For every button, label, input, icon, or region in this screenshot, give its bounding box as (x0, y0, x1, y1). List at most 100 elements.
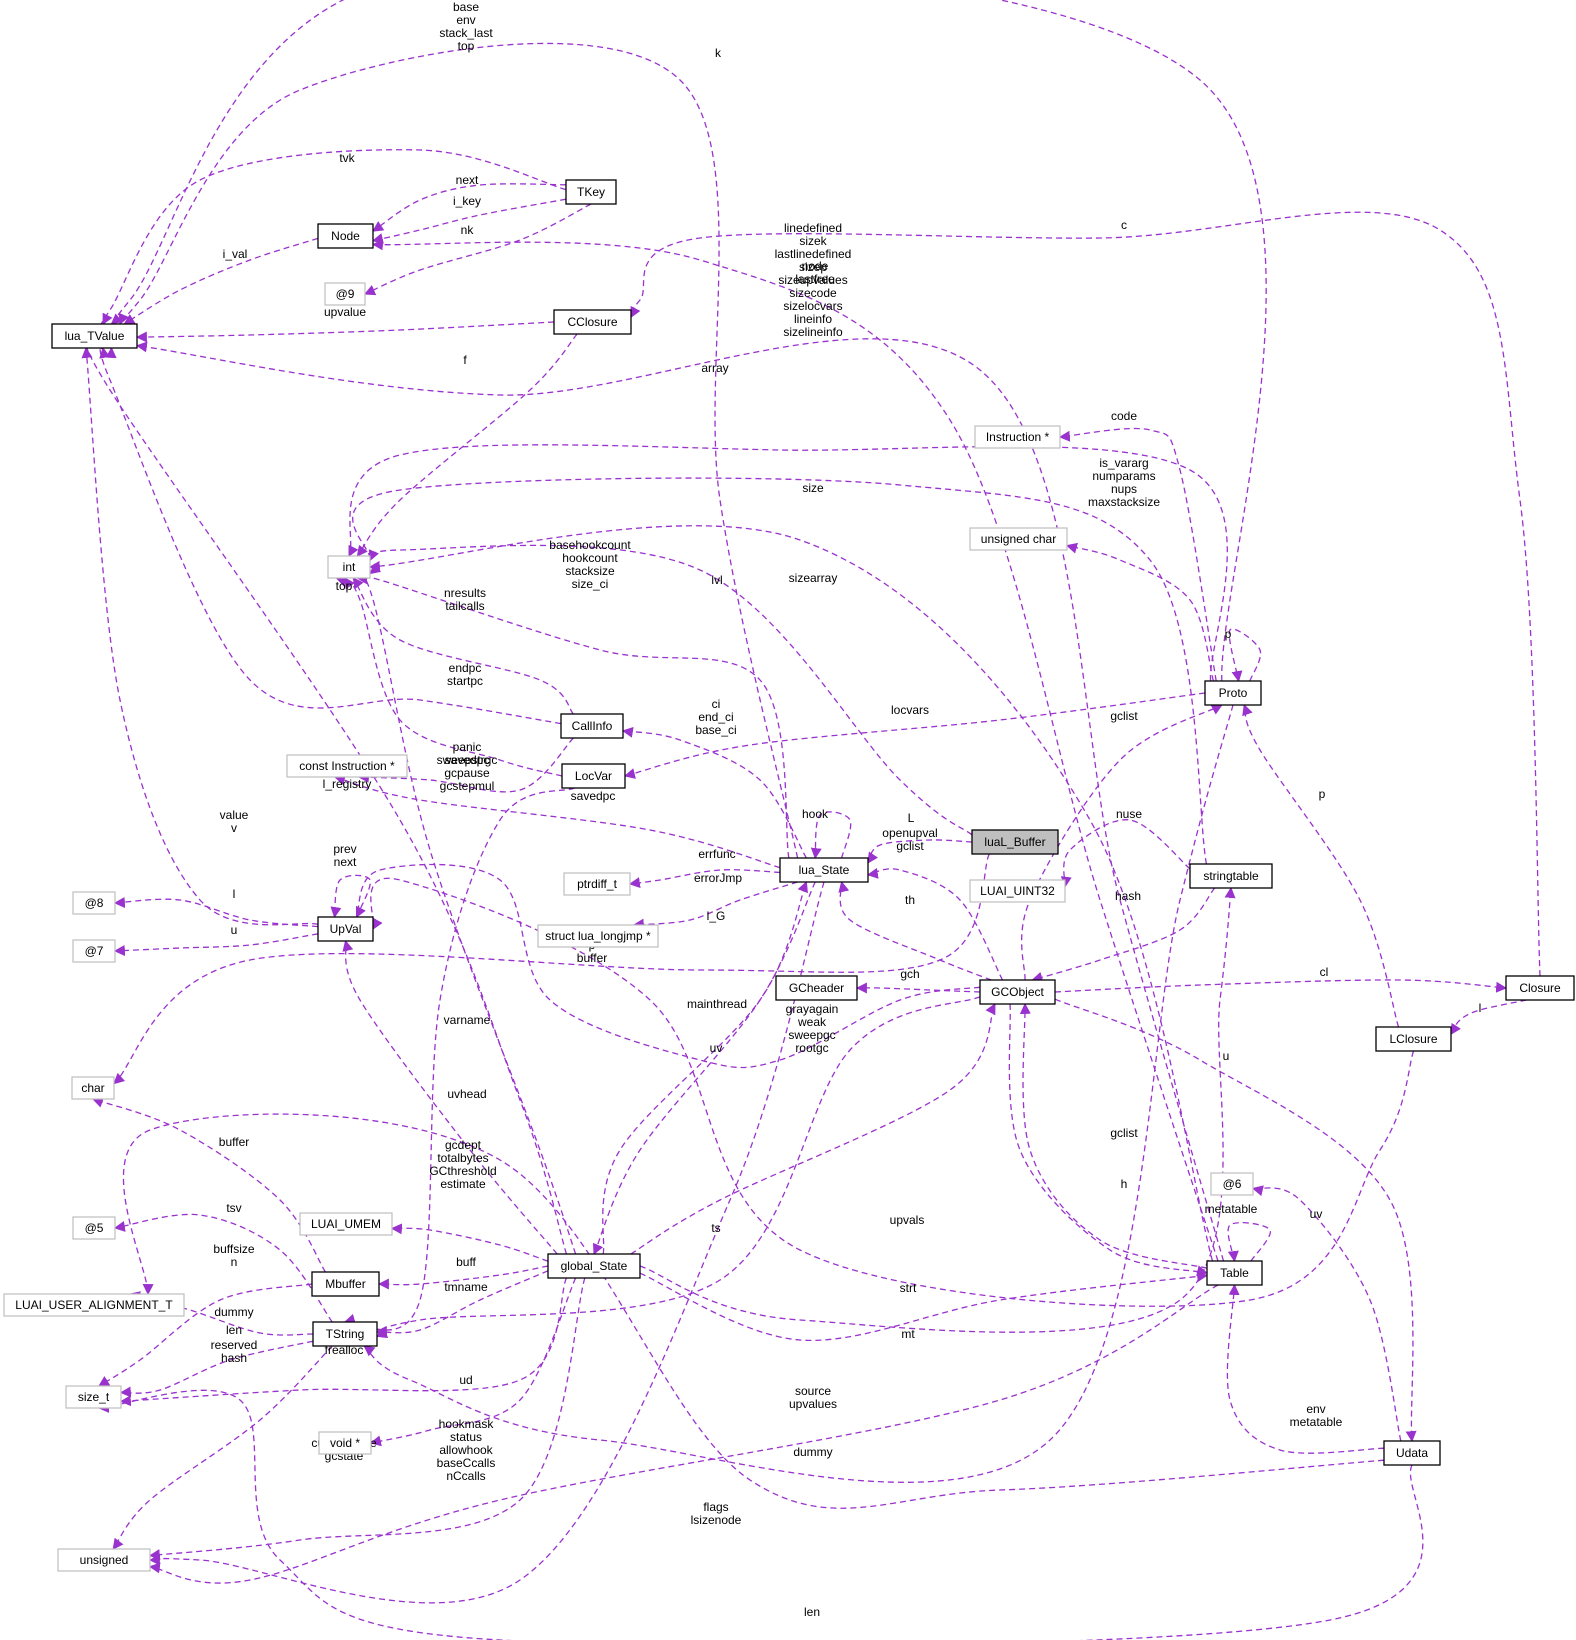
node-locvar[interactable]: LocVar (561, 763, 626, 789)
node-luai-uint32[interactable]: LUAI_UINT32 (969, 879, 1066, 903)
node-char[interactable]: char (71, 1076, 115, 1100)
node-label: global_State (561, 1259, 628, 1273)
edge-label-luaL-lstate: L (908, 811, 915, 825)
edge-label-line: upvalue (324, 305, 366, 319)
node-at6[interactable]: @6 (1210, 1172, 1254, 1196)
edge-label-line: sizep (799, 260, 827, 274)
node-tstring[interactable]: TString (312, 1321, 378, 1347)
edge-label-tkey-at9: nk (461, 223, 475, 237)
node-void-ptr[interactable]: void * (318, 1431, 372, 1455)
node-box (317, 223, 374, 249)
edge-label-line: status (450, 1430, 482, 1444)
node-gcheader[interactable]: GCheader (775, 975, 858, 1001)
edge-label-proto-proto: p (1225, 627, 1232, 641)
node-box (72, 939, 116, 963)
node-luai-umem[interactable]: LUAI_UMEM (299, 1212, 393, 1236)
edge-label-line: numparams (1092, 469, 1155, 483)
node-gcobject[interactable]: GCObject (979, 979, 1056, 1005)
edge-label-line: dummy (793, 1445, 832, 1459)
edge-luaL-int (365, 544, 973, 836)
node-lual-buffer[interactable]: luaL_Buffer (971, 829, 1059, 855)
node-proto[interactable]: Proto (1204, 680, 1262, 706)
node-label: LUAI_UINT32 (980, 884, 1055, 898)
edge-label-globalstate-tvalue: l_registry (323, 777, 372, 791)
edge-label-line: n (231, 1255, 238, 1269)
edge-label-line: hookmask (439, 1417, 495, 1431)
node-at9[interactable]: @9 (324, 282, 366, 306)
edge-label-lstate-globalstate: l_G (707, 909, 726, 923)
edge-closure-lclosure (1450, 999, 1527, 1036)
edge-label-udata-alignment: dummy (793, 1445, 832, 1459)
edge-label-line: node (802, 259, 829, 273)
node-mbuffer[interactable]: Mbuffer (311, 1271, 380, 1297)
node-label: Proto (1219, 686, 1248, 700)
node-at7[interactable]: @7 (72, 939, 116, 963)
edge-label-callinfo-constinstr: savedpc (445, 753, 490, 767)
node-udata[interactable]: Udata (1383, 1440, 1441, 1466)
edge-lclosure-upval (370, 877, 1415, 1307)
node-label: CClosure (567, 315, 617, 329)
node-at5[interactable]: @5 (72, 1216, 116, 1240)
node-table[interactable]: Table (1206, 1260, 1263, 1286)
edge-label-line: errfunc (698, 847, 735, 861)
edge-label-line: startpc (447, 674, 483, 688)
node-const-instruction[interactable]: const Instruction * (286, 754, 408, 778)
edge-label-locvar-tstring: varname (444, 1013, 491, 1027)
edge-labels-layer: l_gtstackbaseenvstack_lasttopktvknexti_k… (211, 0, 1482, 1619)
node-int[interactable]: int (327, 555, 371, 579)
edge-lstate-longjmp (632, 881, 798, 930)
node-struct-lua-longjmp[interactable]: struct lua_longjmp * (537, 924, 659, 948)
node-callinfo[interactable]: CallInfo (560, 713, 624, 739)
node-stringtable[interactable]: stringtable (1189, 863, 1273, 889)
node-label: LUAI_UMEM (311, 1217, 381, 1231)
edge-label-line: l_G (707, 909, 726, 923)
edge-label-line: dummy (214, 1305, 253, 1319)
edge-label-closure-lclosure: l (1479, 1001, 1482, 1015)
edge-label-line: sizelineinfo (783, 325, 843, 339)
node-box (324, 282, 366, 306)
edge-label-line: i_val (223, 247, 248, 261)
edge-label-line: panic (453, 740, 482, 754)
edge-upval-tvalue (81, 346, 319, 926)
edge-label-line: nups (1111, 482, 1137, 496)
node-label: int (343, 560, 356, 574)
edge-globalstate-gcobject (630, 1003, 996, 1255)
node-cclosure[interactable]: CClosure (553, 309, 632, 335)
node-luai-user-alignment-t[interactable]: LUAI_USER_ALIGNMENT_T (3, 1293, 185, 1317)
node-lua-state[interactable]: lua_State (779, 857, 869, 883)
edge-upval-at8 (113, 897, 319, 928)
edge-globalstate-tvalue (85, 341, 568, 1255)
edge-udata-alignment (122, 1113, 1385, 1509)
node-node[interactable]: Node (317, 223, 374, 249)
node-ptrdiff-t[interactable]: ptrdiff_t (563, 872, 631, 896)
edge-tkey-tvalue (100, 149, 567, 326)
node-lua-tvalue[interactable]: lua_TValue (51, 323, 138, 349)
edge-proto-proto (1228, 628, 1262, 683)
node-unsigned[interactable]: unsigned (57, 1548, 151, 1572)
edge-stringtable-gcobject (1031, 887, 1216, 983)
edge-upval-at7 (113, 933, 319, 957)
node-tkey[interactable]: TKey (565, 179, 617, 205)
node-unsigned-char[interactable]: unsigned char (969, 527, 1068, 551)
edge-label-closure-cclosure: c (1121, 218, 1127, 232)
edge-udata-table (1226, 1283, 1385, 1454)
node-label: @6 (1223, 1177, 1242, 1191)
node-box (72, 891, 116, 915)
edge-label-cclosure-tvalue: upvalue (324, 305, 366, 319)
node-upval[interactable]: UpVal (317, 916, 374, 942)
edge-label-line: stacksize (565, 564, 615, 578)
edge-label-stringtable-uint32: nuse (1116, 807, 1142, 821)
node-size-t[interactable]: size_t (65, 1385, 122, 1409)
edge-label-gcobject-table: h (1121, 1177, 1128, 1191)
node-at8[interactable]: @8 (72, 891, 116, 915)
node-lclosure[interactable]: LClosure (1375, 1026, 1452, 1052)
node-global-state[interactable]: global_State (547, 1253, 641, 1279)
edge-label-line: ts (711, 1221, 720, 1235)
node-instruction[interactable]: Instruction * (974, 425, 1061, 449)
node-label: lua_State (799, 863, 850, 877)
node-label: @5 (85, 1221, 104, 1235)
node-closure[interactable]: Closure (1505, 975, 1575, 1001)
edge-label-gcobject-gcheader: gch (900, 967, 919, 981)
